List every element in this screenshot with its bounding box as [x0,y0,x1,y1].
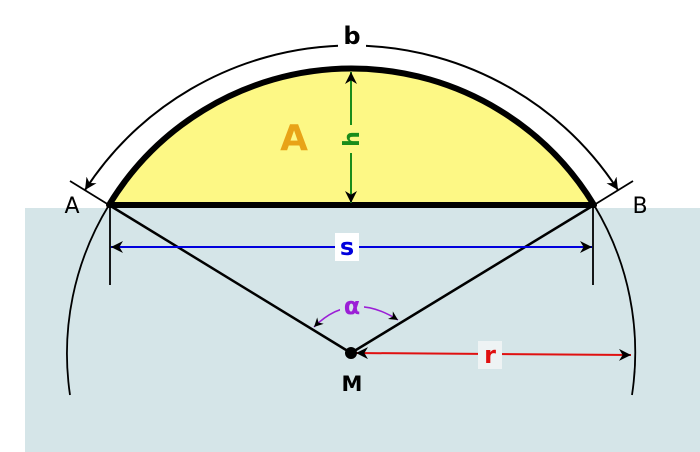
tick-b-outer [593,180,634,206]
center-point [345,347,357,359]
label-r: r [484,341,496,369]
label-point-a: A [64,194,79,219]
label-m: M [342,372,363,396]
circle-arc-left [66,204,110,396]
background-region [25,208,700,452]
label-point-b: B [632,194,647,219]
label-b: b [343,22,360,50]
radius-line-a [108,203,352,355]
label-h: h [340,131,365,147]
tick-a-outer [69,180,110,206]
label-s: s [340,233,354,261]
label-alpha: α [344,292,361,320]
radius-line-b [350,203,595,355]
circle-arc-right [593,204,637,396]
label-area-a: A [280,118,308,159]
